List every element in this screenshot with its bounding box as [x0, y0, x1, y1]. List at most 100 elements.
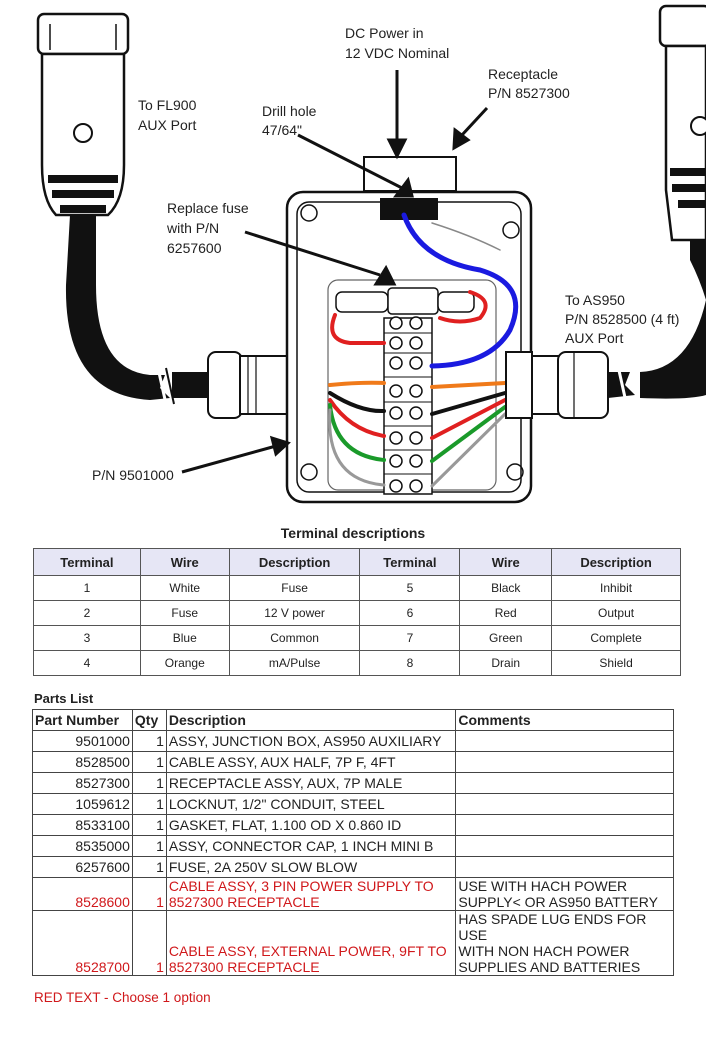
table-row: 2 Fuse 12 V power 6 Red Output	[33, 600, 681, 626]
terminal-table-header: Terminal Wire Description Terminal Wire …	[33, 548, 681, 576]
table-cell: Green	[459, 625, 553, 651]
label-as950-line1: To AS950	[565, 292, 625, 308]
header-part-number: Part Number	[32, 709, 133, 731]
part-qty: 1	[131, 814, 167, 836]
label-as950-line2: P/N 8528500 (4 ft)	[565, 311, 680, 327]
part-number: 8528500	[32, 751, 133, 773]
label-receptacle-line2: P/N 8527300	[488, 85, 570, 101]
part-comments	[455, 814, 674, 836]
part-comments	[455, 793, 674, 815]
part-description: FUSE, 2A 250V SLOW BLOW	[165, 856, 457, 878]
header-description: Description	[165, 709, 457, 731]
table-row: 8528700 1 CABLE ASSY, EXTERNAL POWER, 9F…	[32, 910, 674, 976]
parts-list-table: Part Number Qty Description Comments 950…	[32, 709, 674, 976]
red-text-footnote: RED TEXT - Choose 1 option	[34, 990, 211, 1005]
part-description: CABLE ASSY, EXTERNAL POWER, 9FT TO 85273…	[165, 910, 457, 976]
part-description: LOCKNUT, 1/2" CONDUIT, STEEL	[165, 793, 457, 815]
part-qty: 1	[131, 793, 167, 815]
parts-list-header: Part Number Qty Description Comments	[32, 709, 674, 731]
table-row: 1059612 1 LOCKNUT, 1/2" CONDUIT, STEEL	[32, 793, 674, 815]
description-line: CABLE ASSY, 3 PIN POWER SUPPLY TO	[168, 878, 434, 894]
table-cell: 3	[33, 625, 141, 651]
part-number: 8533100	[32, 814, 133, 836]
wiring-diagram	[36, 4, 706, 504]
table-cell: Complete	[551, 625, 681, 651]
part-number: 1059612	[32, 793, 133, 815]
header-qty: Qty	[131, 709, 167, 731]
terminal-table-title: Terminal descriptions	[280, 525, 426, 541]
label-junction-box-pn: P/N 9501000	[92, 467, 174, 483]
label-dc-power-line1: DC Power in	[345, 25, 424, 41]
table-cell: 2	[33, 600, 141, 626]
as950-connector	[658, 4, 706, 300]
terminal-table: Terminal Wire Description Terminal Wire …	[33, 548, 681, 676]
part-qty: 1	[131, 772, 167, 794]
table-cell: Drain	[459, 650, 553, 676]
table-cell: Fuse	[139, 600, 230, 626]
table-cell: Inhibit	[551, 575, 681, 601]
wires	[328, 212, 519, 488]
header-description: Description	[228, 548, 361, 576]
part-number: 8528700	[32, 910, 133, 976]
table-row: 8527300 1 RECEPTACLE ASSY, AUX, 7P MALE	[32, 772, 674, 794]
header-terminal: Terminal	[359, 548, 461, 576]
label-fuse-line1: Replace fuse	[167, 200, 249, 216]
part-comments: USE WITH HACH POWER SUPPLY< OR AS950 BAT…	[455, 877, 674, 911]
part-qty: 1	[131, 877, 167, 911]
part-comments	[455, 835, 674, 857]
table-cell: Black	[459, 575, 553, 601]
table-cell: 7	[359, 625, 461, 651]
part-comments	[455, 730, 674, 752]
part-comments	[455, 856, 674, 878]
header-terminal: Terminal	[33, 548, 141, 576]
table-cell: White	[139, 575, 230, 601]
description-line: 8527300 RECEPTACLE	[168, 894, 320, 910]
part-number: 8527300	[32, 772, 133, 794]
part-qty: 1	[131, 835, 167, 857]
part-description: CABLE ASSY, AUX HALF, 7P F, 4FT	[165, 751, 457, 773]
part-description: CABLE ASSY, 3 PIN POWER SUPPLY TO 852730…	[165, 877, 457, 911]
label-fl900-line1: To FL900	[138, 97, 197, 113]
part-description: ASSY, CONNECTOR CAP, 1 INCH MINI B	[165, 835, 457, 857]
table-row: 8528600 1 CABLE ASSY, 3 PIN POWER SUPPLY…	[32, 877, 674, 911]
part-description: RECEPTACLE ASSY, AUX, 7P MALE	[165, 772, 457, 794]
label-receptacle-line1: Receptacle	[488, 66, 559, 82]
header-comments: Comments	[455, 709, 674, 731]
comment-line: USE WITH HACH POWER	[458, 878, 628, 894]
label-fuse-line2: with P/N	[167, 220, 220, 236]
table-cell: 5	[359, 575, 461, 601]
table-cell: mA/Pulse	[228, 650, 361, 676]
table-row: 9501000 1 ASSY, JUNCTION BOX, AS950 AUXI…	[32, 730, 674, 752]
table-row: 3 Blue Common 7 Green Complete	[33, 625, 681, 651]
description-line	[169, 923, 453, 943]
table-cell: Fuse	[228, 575, 361, 601]
label-dc-power-line2: 12 VDC Nominal	[345, 45, 450, 61]
part-qty: 1	[131, 751, 167, 773]
part-qty: 1	[131, 910, 167, 976]
part-number: 9501000	[32, 730, 133, 752]
table-cell: 12 V power	[228, 600, 361, 626]
header-wire: Wire	[459, 548, 553, 576]
label-fuse-line3: 6257600	[167, 240, 222, 256]
part-qty: 1	[131, 856, 167, 878]
table-row: 8528500 1 CABLE ASSY, AUX HALF, 7P F, 4F…	[32, 751, 674, 773]
label-drill-hole-line1: Drill hole	[262, 103, 317, 119]
parts-list-title: Parts List	[34, 691, 94, 706]
header-wire: Wire	[139, 548, 230, 576]
table-cell: Output	[551, 600, 681, 626]
part-number: 8535000	[32, 835, 133, 857]
part-qty: 1	[131, 730, 167, 752]
label-as950-line3: AUX Port	[565, 330, 624, 346]
table-cell: Common	[228, 625, 361, 651]
part-comments	[455, 751, 674, 773]
fuse-holder	[335, 287, 475, 315]
part-comments	[455, 772, 674, 794]
table-cell: 6	[359, 600, 461, 626]
comment-line: WITH NON HACH POWER	[458, 943, 630, 959]
comment-line: SUPPLIES AND BATTERIES	[458, 959, 641, 975]
table-cell: Red	[459, 600, 553, 626]
fl900-connector	[36, 12, 150, 400]
table-cell: Orange	[139, 650, 230, 676]
part-number: 6257600	[32, 856, 133, 878]
terminal-block	[383, 316, 433, 495]
